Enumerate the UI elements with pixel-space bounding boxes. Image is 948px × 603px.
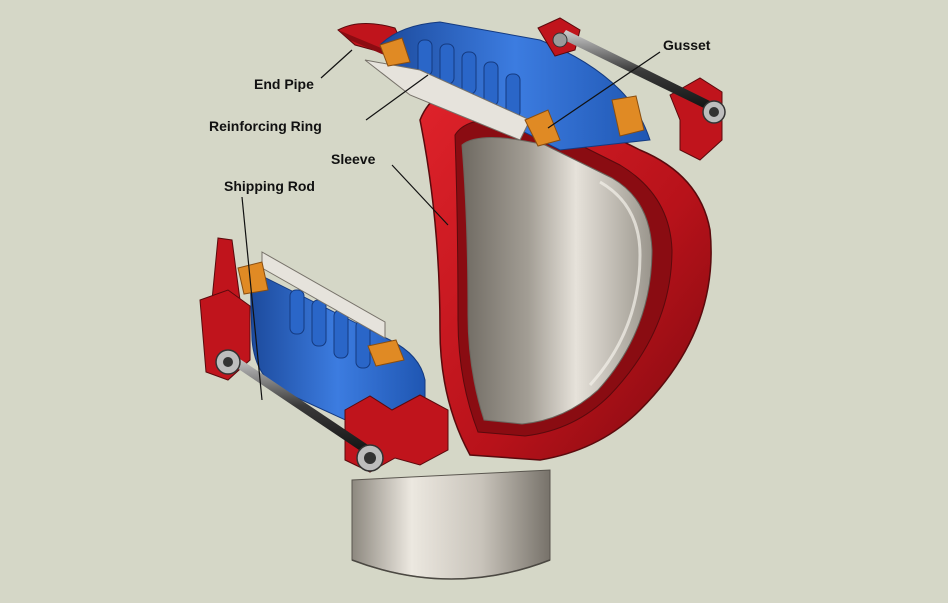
leader-shipping-rod xyxy=(241,196,263,401)
leader-end-pipe xyxy=(320,49,353,79)
bottom-bellows xyxy=(249,251,426,446)
top-gussets xyxy=(379,37,645,147)
label-sleeve: Sleeve xyxy=(331,151,376,167)
leader-gusset xyxy=(547,51,661,129)
top-shipping-rod xyxy=(552,30,726,124)
leader-reinforcing-ring xyxy=(365,74,429,121)
leader-lines xyxy=(241,49,661,401)
label-shipping-rod: Shipping Rod xyxy=(224,178,315,194)
sleeve-cylinder xyxy=(461,137,653,425)
label-gusset: Gusset xyxy=(663,37,711,53)
bottom-shipping-rod xyxy=(215,349,384,472)
lower-pipe xyxy=(351,469,551,580)
top-bellows xyxy=(364,21,651,151)
leader-sleeve xyxy=(391,164,449,226)
label-end-pipe: End Pipe xyxy=(254,76,314,92)
label-reinforcing-ring: Reinforcing Ring xyxy=(209,118,322,134)
bottom-gussets xyxy=(237,261,405,367)
